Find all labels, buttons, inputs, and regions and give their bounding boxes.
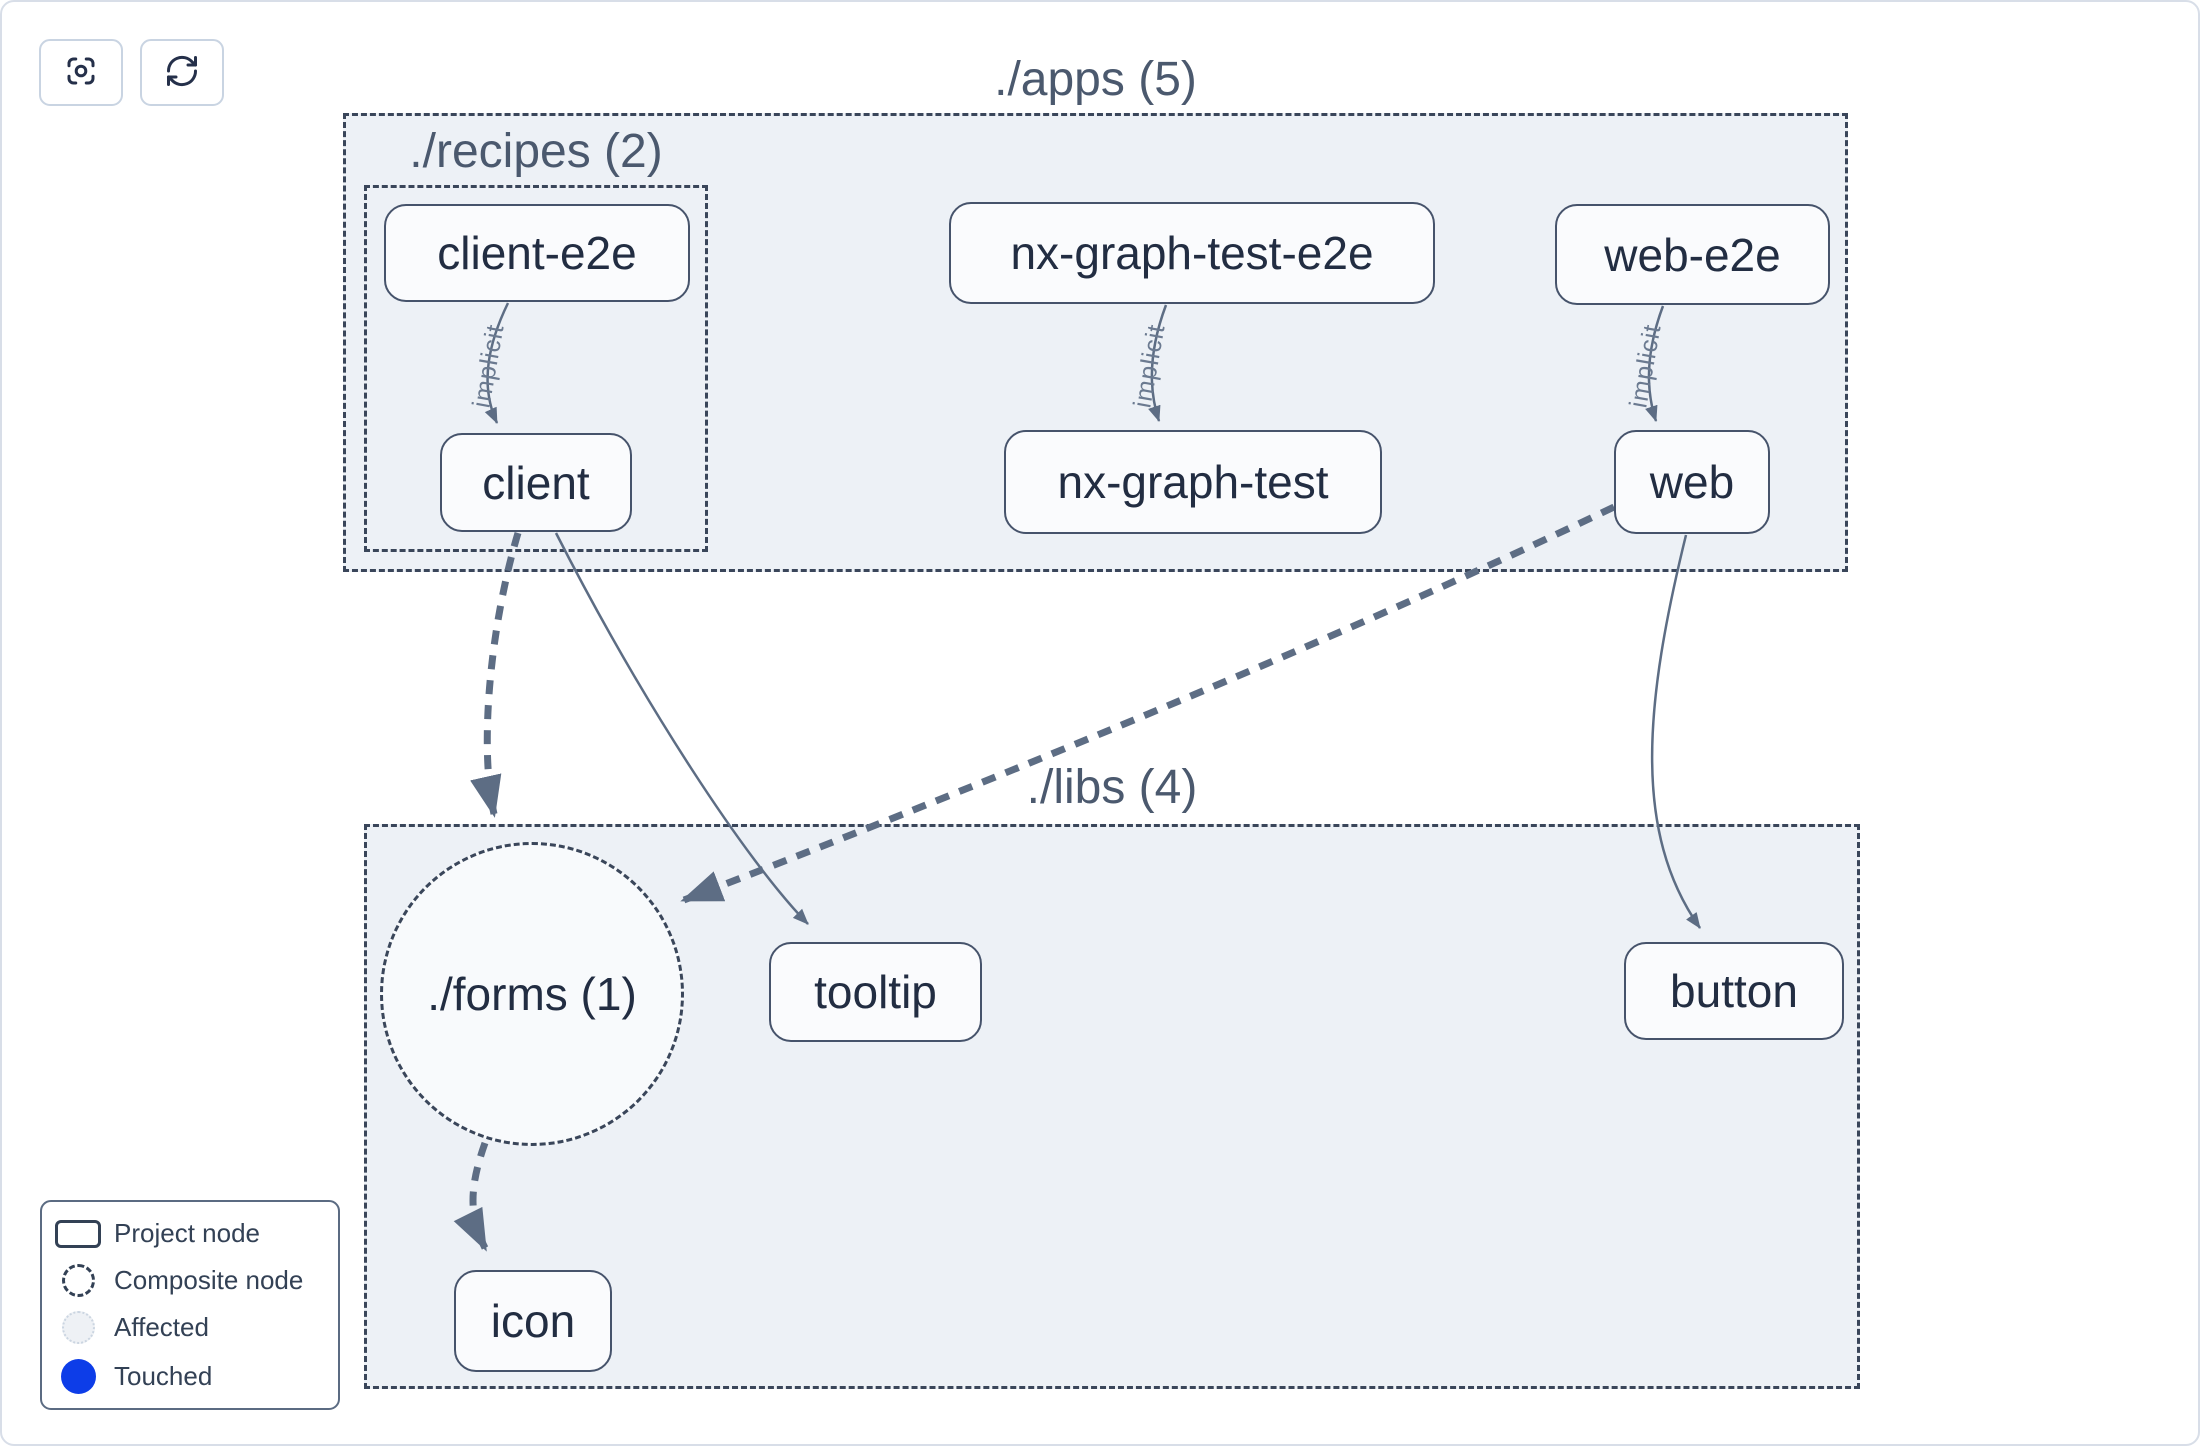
node-button[interactable]: button — [1624, 942, 1844, 1040]
focus-icon — [63, 53, 99, 92]
node-web-e2e[interactable]: web-e2e — [1555, 204, 1830, 305]
composite-node-icon — [61, 1263, 95, 1297]
touched-icon — [60, 1358, 96, 1394]
refresh-icon — [164, 53, 200, 92]
legend-label: Project node — [114, 1218, 260, 1248]
legend-item-affected: Affected — [42, 1311, 338, 1345]
node-forms-composite[interactable]: ./forms (1) — [380, 842, 684, 1146]
project-node-icon — [55, 1219, 101, 1248]
node-nx-graph-test-e2e[interactable]: nx-graph-test-e2e — [949, 202, 1435, 304]
legend-item-touched: Touched — [42, 1358, 338, 1394]
node-client[interactable]: client — [440, 433, 632, 532]
group-apps-label: ./apps (5) — [994, 53, 1197, 106]
node-web[interactable]: web — [1614, 430, 1770, 534]
node-tooltip[interactable]: tooltip — [769, 942, 982, 1042]
node-client-e2e[interactable]: client-e2e — [384, 204, 690, 302]
legend-item-project-node: Project node — [42, 1218, 338, 1249]
focus-button[interactable] — [39, 39, 123, 106]
legend-item-composite-node: Composite node — [42, 1263, 338, 1297]
node-nx-graph-test[interactable]: nx-graph-test — [1004, 430, 1382, 534]
legend: Project node Composite node Affected Tou… — [40, 1200, 340, 1410]
legend-label: Affected — [114, 1312, 209, 1343]
toolbar — [39, 39, 224, 106]
group-recipes-label: ./recipes (2) — [409, 125, 663, 178]
refresh-button[interactable] — [140, 39, 224, 106]
affected-icon — [61, 1311, 95, 1345]
legend-label: Touched — [114, 1360, 213, 1391]
node-icon[interactable]: icon — [454, 1270, 612, 1372]
legend-label: Composite node — [114, 1264, 304, 1295]
group-libs-label: ./libs (4) — [1026, 761, 1198, 814]
